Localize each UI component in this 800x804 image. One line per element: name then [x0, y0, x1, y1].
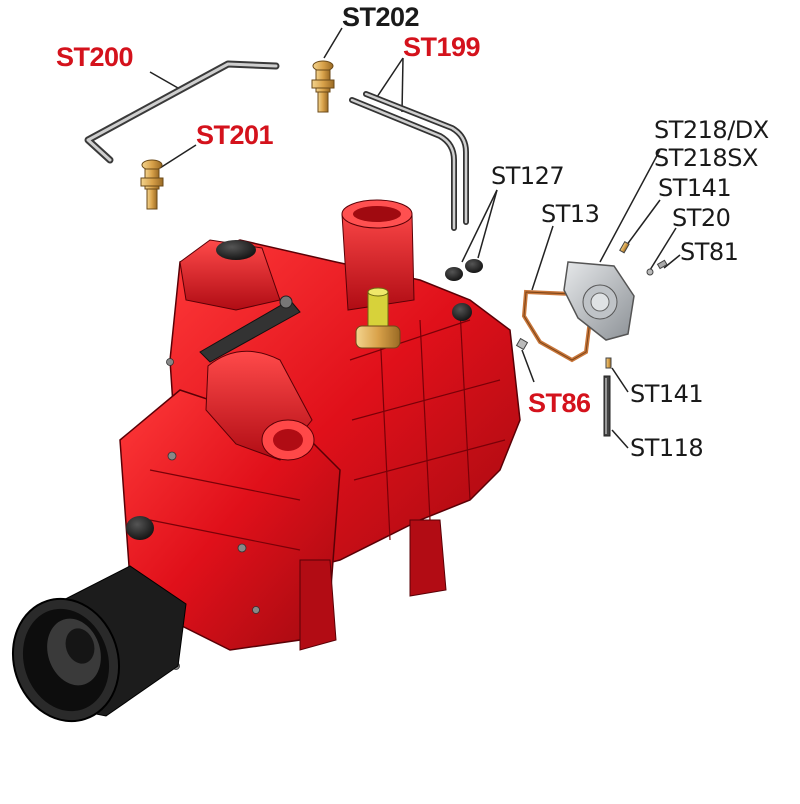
leader-st199-a: [374, 57, 404, 101]
valve-st201: [140, 159, 164, 210]
leader-st86: [521, 349, 535, 383]
leader-st13: [531, 225, 554, 291]
pin-st118: [603, 375, 611, 437]
caps-st127: [445, 259, 483, 281]
suction-horn: [11, 565, 187, 723]
label-st218sx: ST218SX: [654, 144, 758, 172]
label-st199: ST199: [403, 32, 481, 62]
label-st13: ST13: [541, 200, 600, 228]
leader-st200: [149, 71, 179, 89]
label-st81: ST81: [680, 238, 739, 266]
leader-st201: [159, 144, 197, 169]
label-st141-top: ST141: [658, 174, 732, 202]
pump-body: [119, 199, 521, 670]
label-st200: ST200: [56, 42, 134, 72]
leader-st127-b: [477, 189, 498, 259]
leader-lines: [149, 27, 681, 449]
leader-st118: [611, 429, 629, 449]
label-st202: ST202: [342, 2, 420, 32]
small-fasteners: [515, 240, 668, 369]
label-st127: ST127: [491, 162, 565, 190]
cover-plate-st218: [563, 261, 635, 341]
label-st20: ST20: [672, 204, 731, 232]
valve-st202: [311, 60, 335, 113]
leader-st218: [599, 149, 661, 263]
label-st86: ST86: [528, 388, 591, 418]
label-st218dx: ST218/DX: [654, 116, 769, 144]
leader-st141-bottom: [611, 367, 629, 393]
leader-st141-top: [625, 199, 661, 247]
leader-st202: [323, 27, 343, 59]
leader-st20: [649, 227, 677, 271]
leader-st127-a: [461, 189, 498, 263]
leader-st199-b: [401, 57, 404, 113]
label-st118: ST118: [630, 434, 704, 462]
label-st201: ST201: [196, 120, 274, 150]
label-st141-bottom: ST141: [630, 380, 704, 408]
tubes-st199: [349, 91, 469, 231]
rod-st200: [84, 60, 280, 164]
leader-st81: [663, 254, 681, 269]
